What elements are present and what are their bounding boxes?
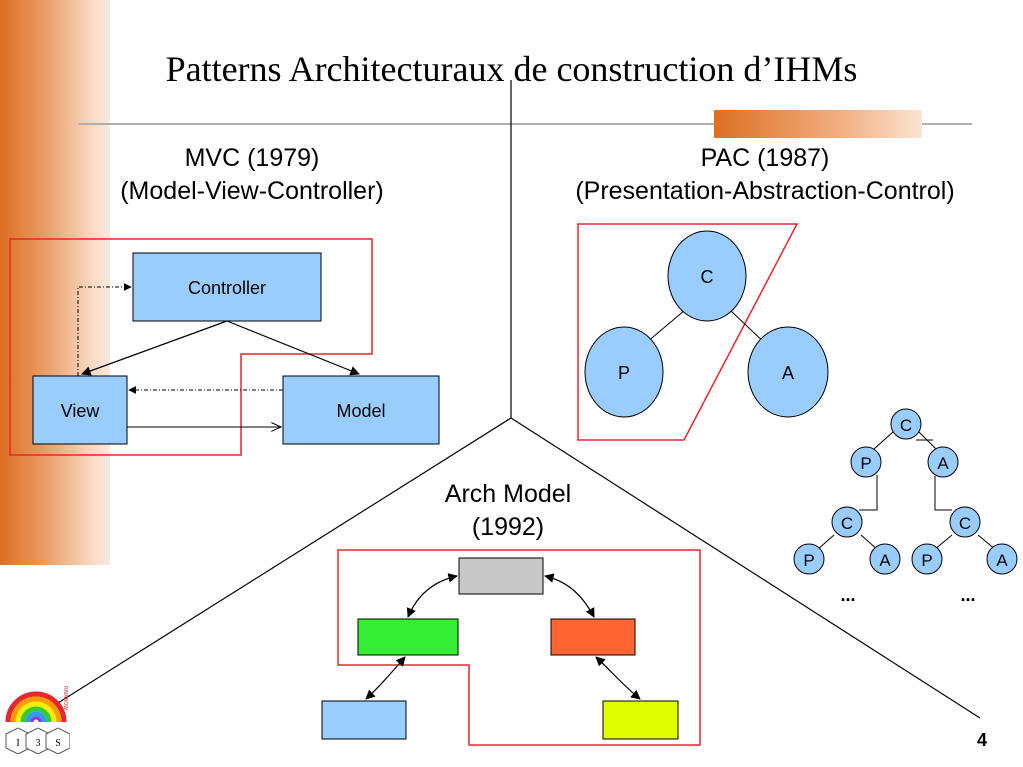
svg-text:P: P [860,454,871,473]
pac-hierarchy: C P A C C P A P A ... ... [793,408,1018,605]
hier-ll-presentation: P [793,543,825,575]
hier-root-control: C [890,408,922,440]
controller-to-model-arrow [226,320,360,376]
mvc-controller-box: Controller [132,252,322,322]
svg-text:P: P [921,551,932,570]
arch-link-top-left [406,573,458,618]
pac-abstraction-node: A [747,326,829,418]
mvc-heading: MVC (1979) (Model-View-Controller) [40,142,464,208]
svg-text:P: P [618,363,630,383]
hier-right-control: C [949,506,981,538]
svg-text:C: C [701,267,714,287]
hier-left-ellipsis: ... [840,585,855,605]
arch-heading-line1: Arch Model [444,480,572,508]
mvc-view-box: View [32,375,128,445]
arch-highlight-outline [337,549,701,746]
hier-root-presentation: P [850,446,882,478]
controller-label: Controller [188,278,266,298]
hier-ll-abstraction: A [869,543,901,575]
pac-heading: PAC (1987) (Presentation-Abstraction-Con… [515,142,1015,208]
arch-left-box [357,618,459,656]
pac-presentation-node: P [584,326,664,418]
hier-right-ellipsis: ... [960,585,975,605]
pac-agent: C P A [584,230,829,418]
mvc-model-box: Model [282,375,440,445]
rainbow-arcs-icon [5,691,67,723]
model-label: Model [336,401,385,421]
arch-bottom-right-box [602,700,679,740]
logo-cubes-icon: I 3 S [5,727,70,754]
mvc-arrows [77,283,360,427]
svg-text:3: 3 [36,738,41,749]
hier-left-control: C [831,506,863,538]
arch-right-box [550,618,636,656]
arch-bottom-left-box [321,700,407,740]
svg-text:C: C [841,514,853,533]
pac-heading-line1: PAC (1987) [700,144,830,172]
controller-to-view-arrow [81,320,228,376]
svg-text:A: A [782,363,794,383]
mvc-highlight-outline [9,238,373,456]
pac-heading-line2: (Presentation-Abstraction-Control) [575,177,955,205]
separator-lines [49,80,981,719]
arch-link-top-right [544,573,595,618]
mvc-heading-line1: MVC (1979) [184,144,320,172]
svg-text:I: I [16,738,19,749]
hier-rl-abstraction: A [986,543,1018,575]
svg-text:C: C [900,416,912,435]
orange-side-bar [0,0,110,565]
arch-heading-line2: (1992) [471,513,545,541]
svg-text:C: C [959,514,971,533]
page-number: 4 [976,730,987,750]
logo-side-letters: RAINBOW [62,686,68,710]
svg-text:A: A [996,551,1008,570]
arch-model [321,557,679,740]
pac-control-node: C [667,230,747,322]
svg-text:A: A [937,454,949,473]
arch-link-right-bottom [595,656,641,700]
hier-rl-presentation: P [911,543,943,575]
hier-root-abstraction: A [927,446,959,478]
arch-link-left-bottom [365,656,406,700]
svg-text:P: P [803,551,814,570]
svg-text:S: S [55,738,61,749]
title-divider [78,123,972,125]
svg-text:A: A [879,551,891,570]
arch-top-box [458,557,544,595]
orange-accent-bar [714,110,922,138]
arch-heading: Arch Model (1992) [410,478,606,544]
pac-highlight-outline [577,223,799,441]
view-to-controller-dotted-arrow [77,283,132,376]
rainbow-logo: RAINBOW I 3 S [5,686,70,754]
view-label: View [61,401,101,421]
mvc-heading-line2: (Model-View-Controller) [120,177,384,205]
